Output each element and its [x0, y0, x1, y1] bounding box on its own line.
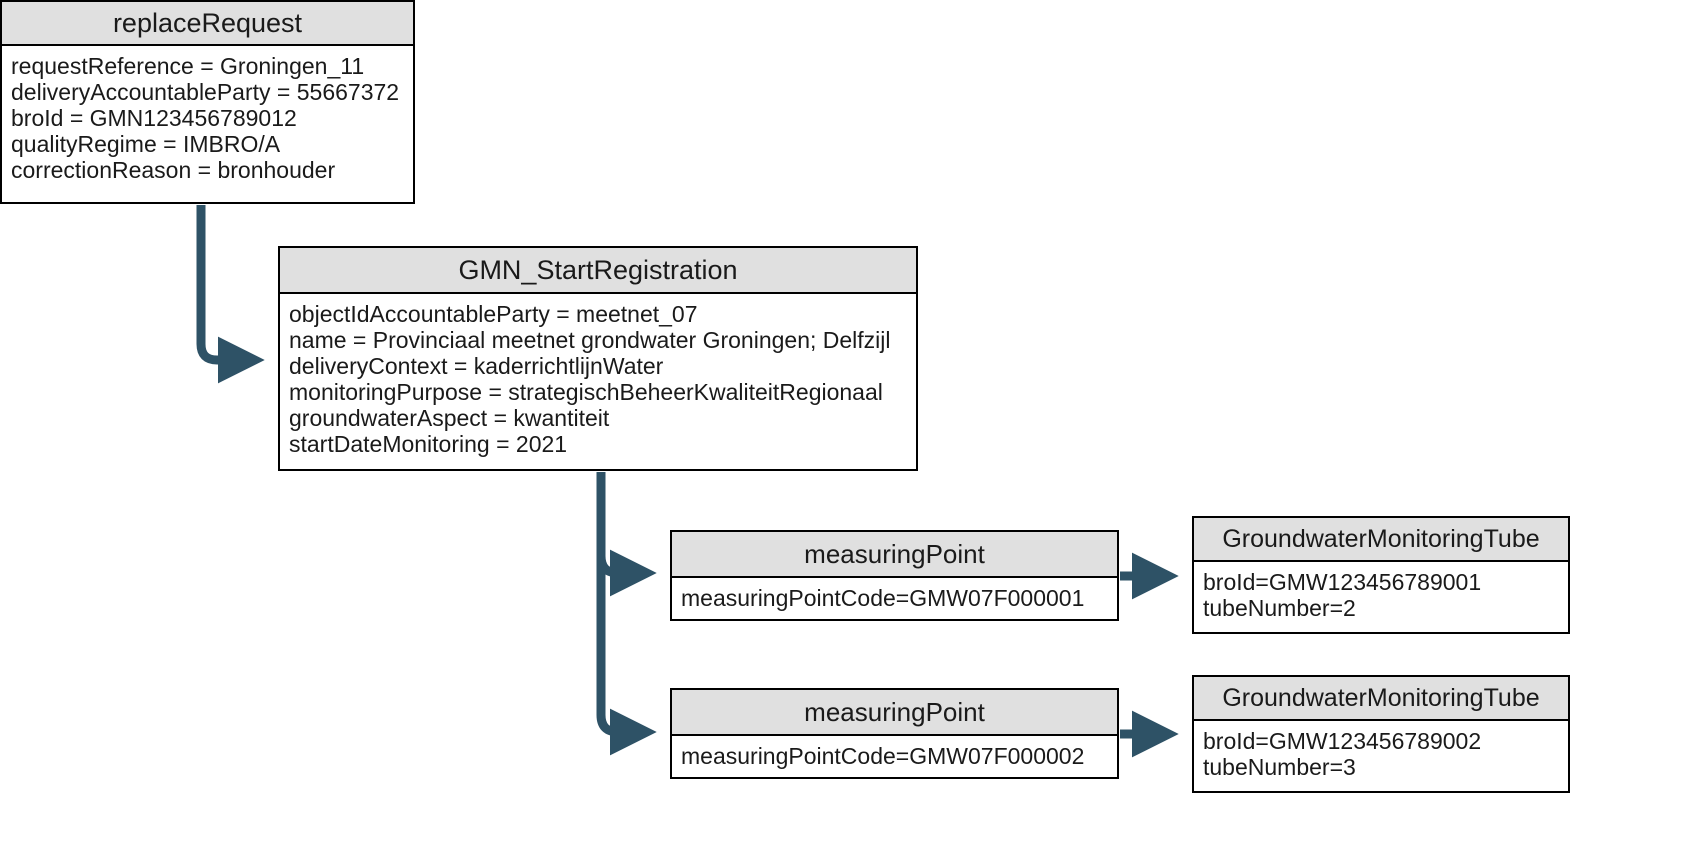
attribute-start-date-monitoring: startDateMonitoring = 2021 — [289, 431, 568, 457]
attribute-measuring-point-code: measuringPointCode=GMW07F000001 — [681, 585, 1085, 611]
attribute-monitoring-purpose: monitoringPurpose = strategischBeheerKwa… — [289, 379, 883, 405]
connector-gmn-to-measuring-point-2 — [596, 472, 657, 756]
node-measuring-point-2-title: measuringPoint — [672, 690, 1117, 736]
attribute-object-id-accountable-party: objectIdAccountableParty = meetnet_07 — [289, 301, 698, 327]
node-groundwater-monitoring-tube-2-title: GroundwaterMonitoringTube — [1194, 677, 1568, 721]
attribute-tube-number: tubeNumber=3 — [1203, 754, 1356, 780]
attribute-name: name = Provinciaal meetnet grondwater Gr… — [289, 327, 891, 353]
node-gmn-startregistration-body: objectIdAccountableParty = meetnet_07 na… — [280, 294, 916, 463]
attribute-delivery-accountable-party: deliveryAccountableParty = 55667372 — [11, 79, 400, 105]
attribute-groundwater-aspect: groundwaterAspect = kwantiteit — [289, 405, 610, 431]
node-replace-request-title: replaceRequest — [2, 2, 413, 46]
node-groundwater-monitoring-tube-1-title: GroundwaterMonitoringTube — [1194, 518, 1568, 562]
attribute-quality-regime: qualityRegime = IMBRO/A — [11, 131, 281, 157]
attribute-bro-id: broId=GMW123456789001 — [1203, 569, 1482, 595]
node-measuring-point-1-title: measuringPoint — [672, 532, 1117, 578]
connector-replace-request-to-gmn — [196, 205, 265, 384]
node-gmn-startregistration[interactable]: GMN_StartRegistration objectIdAccountabl… — [278, 246, 918, 471]
node-measuring-point-1-body: measuringPointCode=GMW07F000001 — [672, 578, 1117, 617]
node-gmn-startregistration-title: GMN_StartRegistration — [280, 248, 916, 294]
connector-gmn-to-measuring-point-1 — [596, 472, 657, 597]
attribute-bro-id: broId = GMN123456789012 — [11, 105, 297, 131]
node-measuring-point-1[interactable]: measuringPoint measuringPointCode=GMW07F… — [670, 530, 1119, 621]
attribute-measuring-point-code: measuringPointCode=GMW07F000002 — [681, 743, 1085, 769]
attribute-bro-id: broId=GMW123456789002 — [1203, 728, 1482, 754]
node-measuring-point-2-body: measuringPointCode=GMW07F000002 — [672, 736, 1117, 775]
node-measuring-point-2[interactable]: measuringPoint measuringPointCode=GMW07F… — [670, 688, 1119, 779]
attribute-correction-reason: correctionReason = bronhouder — [11, 157, 336, 183]
attribute-tube-number: tubeNumber=2 — [1203, 595, 1356, 621]
node-groundwater-monitoring-tube-2-body: broId=GMW123456789002 tubeNumber=3 — [1194, 721, 1568, 786]
node-groundwater-monitoring-tube-1[interactable]: GroundwaterMonitoringTube broId=GMW12345… — [1192, 516, 1570, 634]
attribute-delivery-context: deliveryContext = kaderrichtlijnWater — [289, 353, 664, 379]
node-groundwater-monitoring-tube-2[interactable]: GroundwaterMonitoringTube broId=GMW12345… — [1192, 675, 1570, 793]
node-replace-request[interactable]: replaceRequest requestReference = Gronin… — [0, 0, 415, 204]
node-groundwater-monitoring-tube-1-body: broId=GMW123456789001 tubeNumber=2 — [1194, 562, 1568, 627]
attribute-request-reference: requestReference = Groningen_11 — [11, 53, 365, 79]
node-replace-request-body: requestReference = Groningen_11 delivery… — [2, 46, 413, 189]
